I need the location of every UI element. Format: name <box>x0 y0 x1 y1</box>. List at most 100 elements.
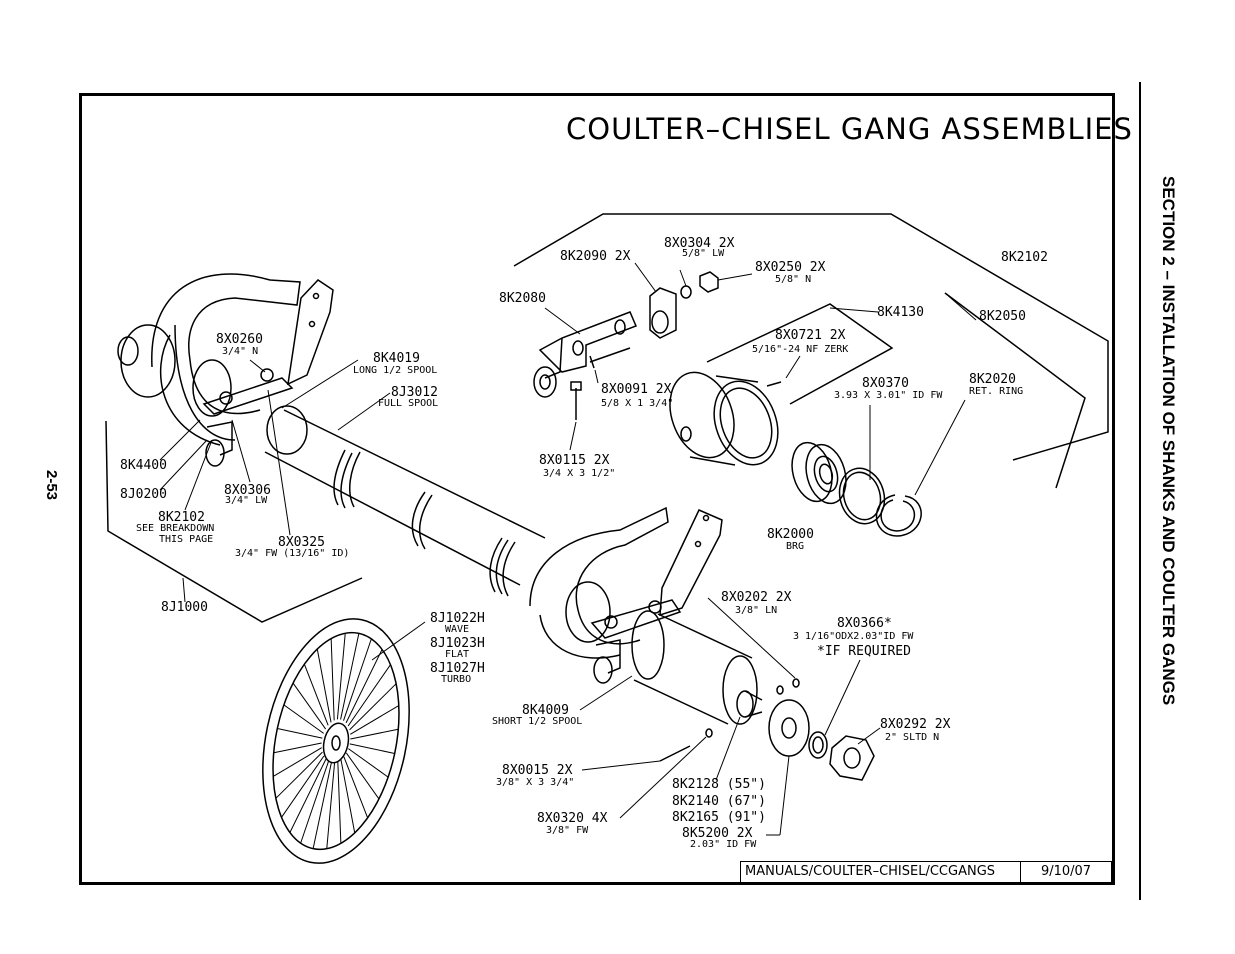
label-8k2080: 8K2080 <box>499 291 546 306</box>
drawing-border <box>79 93 1115 885</box>
label-8k2020-sub: RET. RING <box>969 386 1024 397</box>
bearing <box>791 441 847 505</box>
blade-spoke <box>340 759 356 833</box>
bolts <box>570 347 631 420</box>
label-8k2020: 8K2020 <box>969 372 1016 387</box>
label-8x0306-sub: 3/4" LW <box>225 495 268 506</box>
label-8x0260: 8X0260 <box>216 332 263 347</box>
label-8k2165: 8K2165 (91") <box>672 810 766 825</box>
label-8k4009: 8K4009 <box>522 703 569 718</box>
mount-bracket <box>533 311 637 398</box>
clamp-plate <box>649 287 677 339</box>
label-8k2102-mid-sub: SEE BREAKDOWN <box>136 523 215 534</box>
blade-spoke <box>340 633 360 720</box>
label-8k4130: 8K4130 <box>877 305 924 320</box>
title-block-date: 9/10/07 <box>1020 861 1112 883</box>
blade-spoke <box>343 638 372 721</box>
leader-lines <box>159 262 977 836</box>
blade-spoke <box>277 728 323 739</box>
blade-spoke <box>349 743 395 754</box>
left-hanger <box>117 273 334 467</box>
label-8x0370-sub: 3.93 X 3.01" ID FW <box>834 390 943 401</box>
label-8x0292: 8X0292 2X <box>880 717 951 732</box>
section-heading: SECTION 2 – INSTALLATION OF SHANKS AND C… <box>1159 176 1178 706</box>
blade-spoke <box>275 751 323 799</box>
label-8k2140: 8K2140 (67") <box>672 794 766 809</box>
blade-spoke <box>345 752 380 800</box>
blade-spoke <box>350 705 400 735</box>
label-8x0202-sub: 3/8" LN <box>735 605 778 616</box>
label-8j1022h: 8J1022H <box>430 611 485 626</box>
blade-spoke <box>289 758 327 833</box>
blade-spoke <box>281 755 325 818</box>
label-8x0292-sub: 2" SLTD N <box>885 732 940 743</box>
label-8x0115: 8X0115 2X <box>539 453 610 468</box>
label-8k2102-mid: 8K2102 <box>158 510 205 525</box>
blade-spoke <box>343 756 369 819</box>
label-8x0325: 8X0325 <box>278 535 325 550</box>
blade-spoke <box>283 704 324 734</box>
label-8x0320: 8X0320 4X <box>537 811 608 826</box>
label-8x0325-sub: 3/4" FW (13/16" ID) <box>235 548 350 559</box>
blade-spoke <box>350 728 399 740</box>
label-8j1027h: 8J1027H <box>430 661 485 676</box>
label-8x0250: 8X0250 2X <box>755 260 826 275</box>
label-8x0091-sub: 5/8 X 1 3/4" <box>601 398 674 409</box>
label-8j3012-sub: FULL SPOOL <box>378 398 439 409</box>
label-8j1027h-sub: TURBO <box>441 674 472 685</box>
blade-spoke <box>300 761 329 844</box>
label-8k2102-top: 8K2102 <box>1001 250 1048 265</box>
label-8k2000: 8K2000 <box>767 527 814 542</box>
blade-spoke <box>316 649 332 723</box>
label-this-page: THIS PAGE <box>159 534 214 545</box>
label-8k5200-sub: 2.03" ID FW <box>690 839 757 850</box>
retaining-ring <box>875 494 922 537</box>
blade-spoke <box>273 742 322 754</box>
blade-spoke <box>272 747 322 777</box>
group-bracket-8k2102 <box>513 213 1109 461</box>
label-8x0091: 8X0091 2X <box>601 382 672 397</box>
right-hanger <box>529 506 723 684</box>
label-8x0250-sub: 5/8" N <box>775 274 812 285</box>
blade-spoke <box>312 762 332 849</box>
label-8k4400: 8K4400 <box>120 458 167 473</box>
label-8x0115-sub: 3/4 X 3 1/2" <box>543 468 616 479</box>
group-bracket-8k2050 <box>944 292 1086 489</box>
label-8x0366: 8X0366* <box>837 616 892 631</box>
blade-spoke <box>330 638 335 721</box>
page-number: 2-53 <box>43 470 60 501</box>
blade-spoke <box>337 761 342 844</box>
label-8x0304: 8X0304 2X <box>664 236 735 251</box>
label-8x0721-sub: 5/16"-24 NF ZERK <box>752 344 849 355</box>
bearing-housing <box>669 371 782 466</box>
label-8k4019-sub: LONG 1/2 SPOOL <box>353 365 438 376</box>
label-8j1022h-sub: WAVE <box>445 624 470 635</box>
blade-spoke <box>303 663 329 726</box>
label-8k5200: 8K5200 2X <box>682 826 753 841</box>
label-8k2050: 8K2050 <box>979 309 1026 324</box>
coulter-blade <box>262 618 410 864</box>
label-if-required: *IF REQUIRED <box>817 644 911 659</box>
label-8x0202: 8X0202 2X <box>721 590 792 605</box>
label-8k2090: 8K2090 2X <box>560 249 631 264</box>
label-8x0721: 8X0721 2X <box>775 328 846 343</box>
label-8x0260-sub: 3/4" N <box>222 346 259 357</box>
label-8j3012: 8J3012 <box>391 385 438 400</box>
label-8x0320-sub: 3/8" FW <box>546 825 589 836</box>
blade-spoke <box>292 682 327 730</box>
label-8x0366-sub: 3 1/16"ODX2.03"ID FW <box>793 631 914 642</box>
blade-spoke <box>348 748 389 778</box>
blade-spoke <box>345 649 383 724</box>
label-8k4009-sub: SHORT 1/2 SPOOL <box>492 716 583 727</box>
label-8k4019: 8K4019 <box>373 351 420 366</box>
group-bracket-8j1000 <box>105 420 363 623</box>
label-8j1000: 8J1000 <box>161 600 208 615</box>
label-8x0015-sub: 3/8" X 3 3/4" <box>496 777 575 788</box>
label-8k2128: 8K2128 (55") <box>672 777 766 792</box>
group-bracket-8k4130 <box>706 303 894 405</box>
margin-rule <box>1139 82 1141 900</box>
label-8x0304-sub: 5/8" LW <box>682 248 725 259</box>
label-8x0306: 8X0306 <box>224 483 271 498</box>
label-8j0200: 8J0200 <box>120 487 167 502</box>
